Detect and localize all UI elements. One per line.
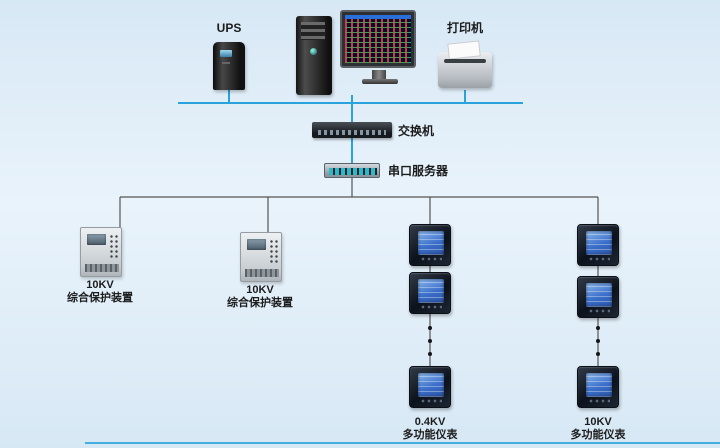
network-switch	[312, 122, 392, 138]
ups-device	[213, 42, 245, 90]
footer-divider	[85, 442, 720, 444]
computer-monitor	[340, 10, 416, 84]
monitor-base	[362, 79, 398, 84]
more-devices-ellipsis	[428, 326, 432, 356]
protection-device-1	[80, 227, 122, 277]
meter-column-1-label: 0.4KV 多功能仪表	[393, 416, 467, 442]
protection-device-2-text: 综合保护装置	[227, 297, 293, 309]
power-meter	[409, 272, 451, 314]
protection-screen	[87, 234, 106, 245]
switch-label: 交换机	[398, 124, 435, 138]
monitor-stand	[372, 70, 386, 79]
printer-label: 打印机	[446, 21, 483, 35]
protection-device-2-label: 10KV 综合保护装置	[210, 284, 310, 310]
ups-label: UPS	[216, 21, 242, 35]
protection-terminal-strip	[245, 269, 279, 277]
protection-device-1-label: 10KV 综合保护装置	[50, 279, 150, 305]
meter-column-1-kv: 0.4KV	[414, 416, 446, 428]
meter-column-1-text: 多功能仪表	[402, 429, 458, 441]
power-meter	[577, 276, 619, 318]
power-meter	[577, 366, 619, 408]
meter-screen	[586, 283, 612, 307]
printer-device	[438, 52, 492, 88]
meter-screen	[418, 279, 444, 303]
protection-device-2-kv: 10KV	[246, 284, 274, 296]
monitor-screen	[345, 15, 411, 63]
meter-screen	[418, 231, 444, 255]
more-devices-ellipsis	[596, 326, 600, 356]
protection-device-2	[240, 232, 282, 282]
meter-screen	[586, 231, 612, 255]
meter-screen	[586, 373, 612, 397]
protection-buttons	[269, 239, 279, 265]
power-meter	[409, 224, 451, 266]
serial-port-server	[324, 163, 380, 178]
meter-column-2-text: 多功能仪表	[570, 429, 626, 441]
power-meter	[409, 366, 451, 408]
computer-tower	[296, 16, 332, 95]
meter-column-2-label: 10KV 多功能仪表	[561, 416, 635, 442]
protection-screen	[247, 239, 266, 250]
meter-column-2-kv: 10KV	[584, 416, 612, 428]
serial-server-label: 串口服务器	[388, 164, 449, 178]
protection-buttons	[109, 234, 119, 260]
protection-terminal-strip	[85, 264, 119, 272]
protection-device-1-text: 综合保护装置	[67, 292, 133, 304]
meter-screen	[418, 373, 444, 397]
power-meter	[577, 224, 619, 266]
protection-device-1-kv: 10KV	[86, 279, 114, 291]
